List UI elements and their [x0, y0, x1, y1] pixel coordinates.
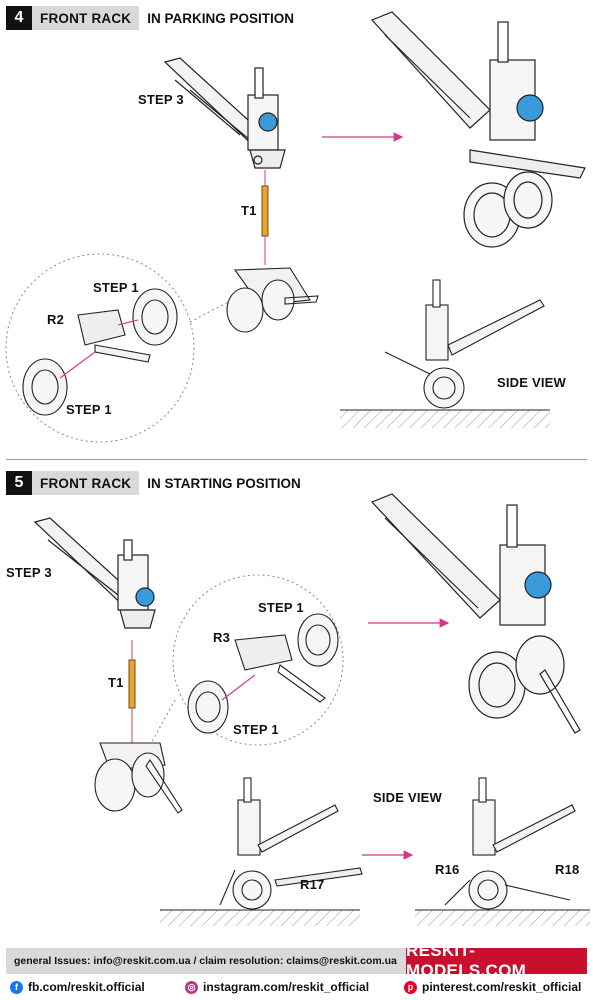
- step-number-badge: 4: [6, 6, 32, 30]
- wheel-assembly-small: [94, 742, 183, 814]
- section-title: FRONT RACK: [32, 6, 140, 30]
- instagram-url: instagram.com/reskit_official: [203, 980, 370, 994]
- label-r17: R17: [300, 877, 325, 892]
- instagram-icon: ◎: [185, 980, 198, 994]
- detail-circle: [172, 574, 344, 746]
- assembled-gear-large: [370, 11, 586, 248]
- strut-assembly-step3: [33, 517, 156, 629]
- label-r18: R18: [555, 862, 580, 877]
- label-step1-bottom: STEP 1: [233, 722, 279, 737]
- label-side-view: SIDE VIEW: [497, 375, 566, 390]
- facebook-link[interactable]: f fb.com/reskit.official: [10, 980, 145, 994]
- pinterest-icon: p: [404, 980, 417, 994]
- label-r16: R16: [435, 862, 460, 877]
- ground-hatch: [340, 410, 550, 428]
- wheel-assembly-detail: [22, 288, 178, 416]
- side-view-gear: [384, 279, 545, 409]
- contact-info: general Issues: info@reskit.com.ua / cla…: [6, 948, 406, 974]
- label-r2: R2: [47, 312, 65, 327]
- section-4-illustration: [5, 11, 586, 443]
- detail-circle: [5, 253, 195, 443]
- section-subtitle: IN PARKING POSITION: [147, 10, 295, 26]
- facebook-icon: f: [10, 980, 23, 994]
- wheel-assembly-detail: [187, 613, 339, 734]
- label-step3: STEP 3: [138, 92, 184, 107]
- label-t1: T1: [108, 675, 124, 690]
- pinterest-url: pinterest.com/reskit_official: [422, 980, 582, 994]
- t1-part: [128, 659, 136, 709]
- ground-hatch: [415, 910, 590, 926]
- label-step1-top: STEP 1: [258, 600, 304, 615]
- pinterest-link[interactable]: p pinterest.com/reskit_official: [404, 980, 581, 994]
- label-t1: T1: [241, 203, 257, 218]
- ground-hatch: [160, 910, 360, 926]
- t1-part: [261, 185, 269, 237]
- assembled-gear-large: [370, 493, 581, 734]
- wheel-assembly-small: [226, 267, 319, 333]
- label-side-view: SIDE VIEW: [373, 790, 442, 805]
- section-5-illustration: [33, 493, 590, 926]
- section-5-header: 5 FRONT RACK IN STARTING POSITION: [6, 471, 309, 495]
- side-view-gear-left: [219, 777, 363, 910]
- facebook-url: fb.com/reskit.official: [28, 980, 145, 994]
- section-subtitle: IN STARTING POSITION: [147, 475, 301, 491]
- instagram-link[interactable]: ◎ instagram.com/reskit_official: [185, 980, 369, 994]
- brand-link[interactable]: RESKIT-MODELS.COM: [406, 941, 587, 980]
- section-4-header: 4 FRONT RACK IN PARKING POSITION: [6, 6, 302, 30]
- label-step3: STEP 3: [6, 565, 52, 580]
- step-number-badge: 5: [6, 471, 32, 495]
- strut-assembly-step3: [163, 57, 286, 169]
- section-title: FRONT RACK: [32, 471, 140, 495]
- label-step1-bottom: STEP 1: [66, 402, 112, 417]
- label-step1-top: STEP 1: [93, 280, 139, 295]
- section-divider: [6, 459, 587, 460]
- label-r3: R3: [213, 630, 231, 645]
- side-view-gear-right: [444, 777, 576, 910]
- footer: general Issues: info@reskit.com.ua / cla…: [0, 941, 593, 1000]
